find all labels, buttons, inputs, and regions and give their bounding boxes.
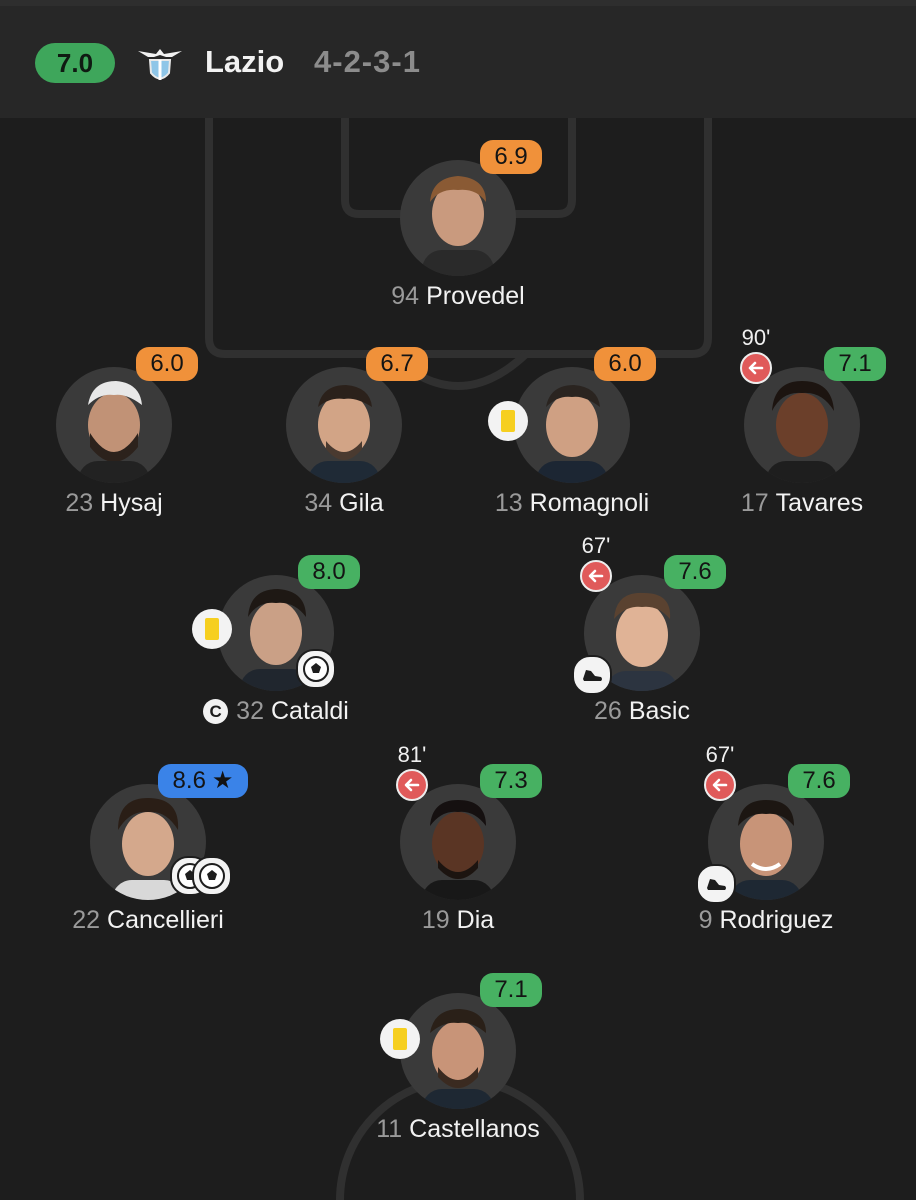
- player-number: 17: [740, 489, 769, 517]
- substitution-minute: 67': [705, 742, 735, 767]
- player-rating-badge: 8.0: [298, 555, 360, 589]
- lazio-crest-icon[interactable]: [136, 42, 184, 86]
- formation-label: 4-2-3-1: [314, 44, 421, 79]
- player-photo: [514, 367, 630, 483]
- assist-boot-icon: [572, 655, 612, 695]
- player-rating-badge: 7.1: [824, 347, 886, 381]
- player-name-text: Dia: [456, 906, 495, 934]
- substitution-minute: 90': [741, 325, 771, 350]
- player-rating-badge: 6.0: [594, 347, 656, 381]
- player-rating-badge: 7.3: [480, 764, 542, 798]
- player-rating-badge: 8.6★: [158, 764, 248, 798]
- player-number: 11: [376, 1115, 403, 1143]
- player-number: 19: [421, 906, 450, 934]
- sub-off-arrow-icon: [740, 352, 772, 384]
- player-name-text: Hysaj: [100, 489, 163, 517]
- player-name-text: Castellanos: [409, 1115, 540, 1143]
- player-photo: [400, 160, 516, 276]
- yellow-card-icon: [488, 401, 528, 441]
- player-number: 22: [72, 906, 101, 934]
- player-name-text: Cancellieri: [107, 906, 224, 934]
- player-photo: [400, 993, 516, 1109]
- player-rating-badge: 7.6: [664, 555, 726, 589]
- player-rating-badge: 6.7: [366, 347, 428, 381]
- player-photo: [744, 367, 860, 483]
- sub-off-arrow-icon: [580, 560, 612, 592]
- player-name-text: Gila: [339, 489, 384, 517]
- substitution-minute: 67': [581, 533, 611, 558]
- sub-off-arrow-icon: [396, 769, 428, 801]
- substitution-minute: 81': [397, 742, 427, 767]
- player-number: 13: [494, 489, 523, 517]
- player-name-text: Rodriguez: [719, 906, 834, 934]
- player-rating-badge: 7.6: [788, 764, 850, 798]
- player-number: 23: [65, 489, 94, 517]
- player-rating-badge: 6.9: [480, 140, 542, 174]
- player-number: 26: [594, 697, 622, 725]
- captain-icon: C: [203, 699, 229, 724]
- yellow-card-icon: [380, 1019, 420, 1059]
- assist-boot-icon: [696, 864, 736, 904]
- player-rating-badge: 6.0: [136, 347, 198, 381]
- player-name-text: Romagnoli: [529, 489, 650, 517]
- player-rating-value: 8.6: [172, 767, 206, 794]
- man-of-match-star-icon: ★: [211, 767, 234, 794]
- player-name-text: Provedel: [426, 282, 525, 310]
- team-rating-badge: 7.0: [35, 43, 115, 83]
- goal-ball-icon: [192, 856, 232, 896]
- player-number: 94: [391, 282, 420, 310]
- player-photo: [90, 784, 206, 900]
- team-name: Lazio: [205, 44, 285, 79]
- sub-off-arrow-icon: [704, 769, 736, 801]
- player-number: 9: [698, 906, 713, 934]
- player-number: 32: [236, 697, 264, 725]
- player-photo: [56, 367, 172, 483]
- player-name-text: Basic: [628, 697, 690, 725]
- player-number: 34: [304, 489, 333, 517]
- yellow-card-icon: [192, 609, 232, 649]
- goal-ball-icon: [296, 649, 336, 689]
- player-name-text: Tavares: [775, 489, 864, 517]
- team-header: 7.0 Lazio 4-2-3-1: [0, 0, 916, 118]
- header-top-divider: [0, 0, 916, 6]
- player-photo: [286, 367, 402, 483]
- player-rating-badge: 7.1: [480, 973, 542, 1007]
- player-photo: [400, 784, 516, 900]
- player-name-text: Cataldi: [270, 697, 349, 725]
